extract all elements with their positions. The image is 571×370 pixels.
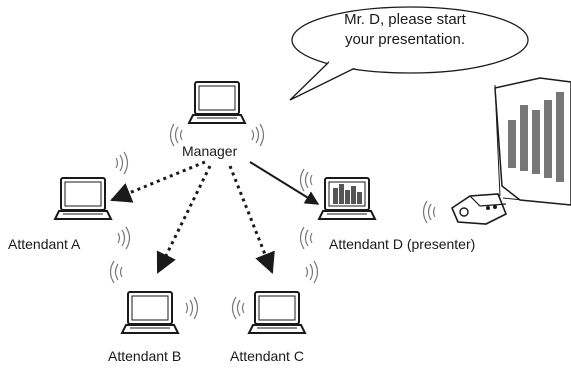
manager-laptop-icon	[169, 81, 265, 147]
link-manager-to-attendant-b	[156, 165, 212, 274]
link-manager-to-attendant-c	[228, 165, 275, 274]
projection-screen-icon	[494, 77, 571, 206]
attendant-b-label: Attendant B	[108, 348, 182, 364]
attendant-a-laptop-icon	[54, 151, 131, 250]
projector-icon	[422, 193, 508, 225]
attendant-d-laptop-icon	[299, 168, 376, 250]
speech-bubble-line-2: your presentation.	[344, 31, 466, 48]
speech-bubble	[289, 6, 529, 101]
attendant-b-laptop-icon	[109, 260, 199, 334]
attendant-d-label: Attendant D (presenter)	[329, 236, 476, 252]
speech-bubble-line-1: Mr. D, please start	[344, 11, 466, 28]
link-manager-to-attendant-a	[110, 160, 206, 203]
link-manager-to-attendant-d	[249, 161, 320, 205]
attendant-a-label: Attendant A	[8, 236, 81, 252]
speech-bubble-text: Mr. D, please start your presentation.	[300, 10, 510, 50]
attendant-c-laptop-icon	[231, 260, 319, 334]
attendant-c-label: Attendant C	[230, 348, 304, 364]
presenter-screen-chart-icon	[333, 184, 362, 204]
manager-label: Manager	[182, 143, 238, 159]
